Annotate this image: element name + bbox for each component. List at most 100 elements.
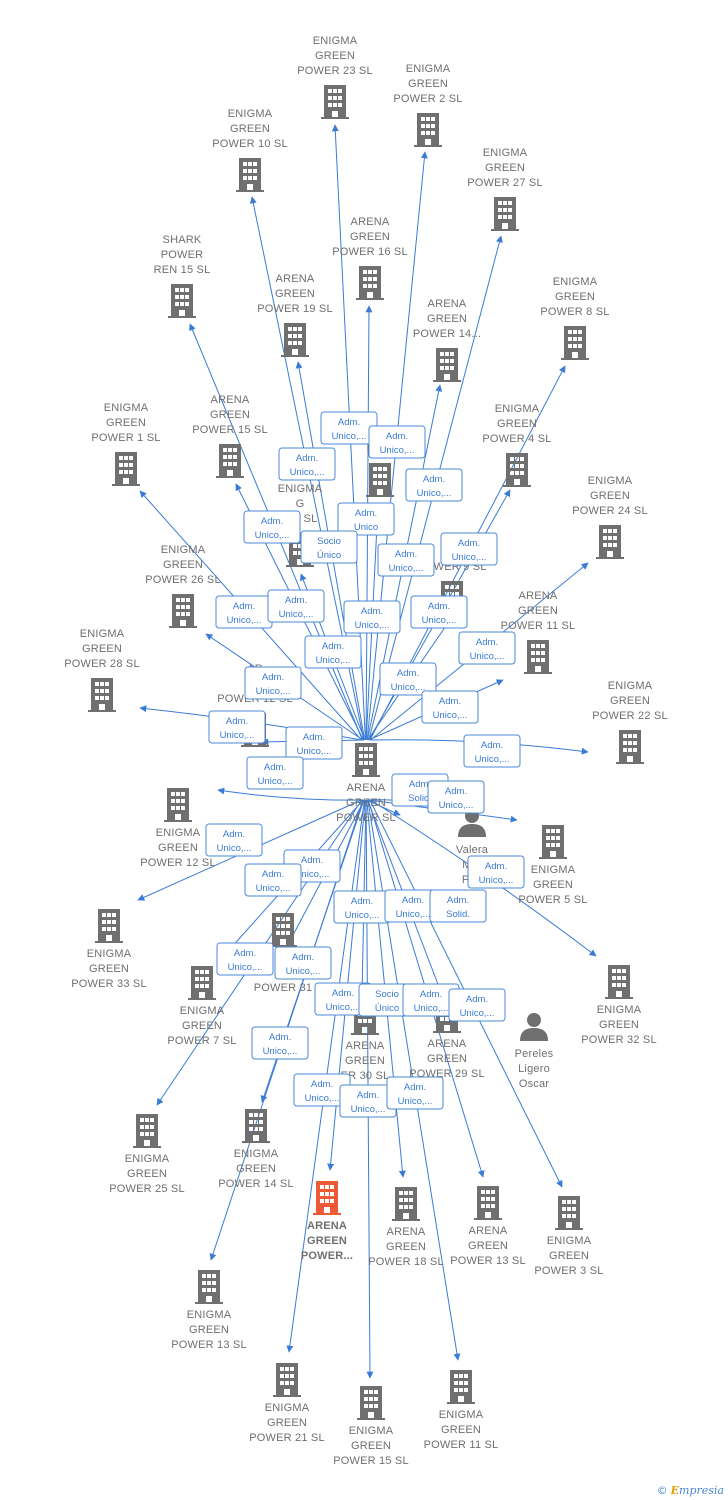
edge-role-label: Adm.Unico,...	[440, 532, 498, 566]
edge-role-text: Adm.	[311, 1079, 333, 1090]
node-label-line: POWER 13 SL	[171, 1339, 247, 1351]
building-icon	[169, 594, 197, 628]
node-label-line: ENIGMA	[349, 1425, 394, 1437]
edge-role-label: Adm.Unico,...	[458, 631, 516, 665]
edge-role-box	[216, 942, 274, 976]
edge-role-label: Adm.Unico,...	[215, 595, 273, 629]
edge-role-text: Adm.	[262, 869, 284, 880]
edge-role-text: Adm.	[447, 895, 469, 906]
node-label-line: ARENA	[519, 590, 558, 602]
node-label-line: GREEN	[468, 1240, 508, 1252]
edge-role-label: Adm.Unico,...	[251, 1026, 309, 1060]
edge-role-text: Adm.	[420, 989, 442, 1000]
edge-role-label: Adm.Unico,...	[386, 1076, 444, 1110]
node-label-line: GREEN	[345, 1055, 385, 1067]
node-label-line: POWER 14...	[413, 328, 481, 340]
building-icon	[273, 1363, 301, 1397]
node-label-line: GREEN	[599, 1019, 639, 1031]
company-node[interactable]: POWER 31	[254, 913, 312, 994]
node-label-line: ENIGMA	[187, 1309, 232, 1321]
edge-role-box	[405, 468, 463, 502]
node-label-line: ENIGMA	[87, 948, 132, 960]
edge-role-label: Adm.Unico,...	[427, 780, 485, 814]
node-label-line: GREEN	[106, 417, 146, 429]
node-label-line: Ligero	[518, 1063, 550, 1075]
edge-role-label: Adm.Solid.	[429, 889, 487, 923]
edge-role-box	[208, 710, 266, 744]
edge-role-text: Unico,...	[286, 966, 321, 977]
node-label-line: ENIGMA	[553, 276, 598, 288]
footer-brand[interactable]: ©Empresia	[657, 1484, 724, 1497]
edge-role-text: Adm.	[296, 453, 318, 464]
edge-role-box	[300, 530, 358, 564]
edge-role-text: Unico,...	[256, 883, 291, 894]
edge-role-box	[267, 589, 325, 623]
edge-role-text: Unico,...	[316, 655, 351, 666]
edge-role-text: Adm.	[439, 696, 461, 707]
building-icon	[616, 730, 644, 764]
node-label-line: POWER 16 SL	[332, 246, 408, 258]
node-label-line: GREEN	[590, 490, 630, 502]
edge-role-text: Adm.	[301, 855, 323, 866]
node-label-line: POWER 11 SL	[424, 1439, 499, 1451]
node-label-line: POWER 33 SL	[71, 978, 147, 990]
node-label-line: ENIGMA	[125, 1153, 170, 1165]
edge-role-text: Adm.	[322, 641, 344, 652]
edge-role-text: Unico,...	[470, 651, 505, 662]
node-label-line: GREEN	[346, 797, 386, 809]
edge-role-text: Unico,...	[439, 800, 474, 811]
edge-role-label: Adm.Unico,...	[463, 734, 521, 768]
edge-role-label: Adm.Unico,...	[467, 855, 525, 889]
edge-role-box	[379, 662, 437, 696]
edge-role-text: Unico,...	[479, 875, 514, 886]
edge-role-box	[448, 988, 506, 1022]
edge-role-text: Adm.	[261, 516, 283, 527]
building-icon	[433, 348, 461, 382]
edge-role-label: Adm.Unico,...	[208, 710, 266, 744]
node-label-line: POWER...	[301, 1250, 353, 1262]
edge-role-label: Adm.Unico	[337, 502, 395, 536]
building-icon	[524, 640, 552, 674]
edge-role-text: Adm.	[458, 538, 480, 549]
building-icon	[414, 113, 442, 147]
company-node[interactable]: ARENAGREENPOWER...	[301, 1181, 353, 1262]
edge-role-text: Adm.	[466, 994, 488, 1005]
edge-role-box	[304, 635, 362, 669]
edge-role-text: Único	[375, 1003, 399, 1014]
